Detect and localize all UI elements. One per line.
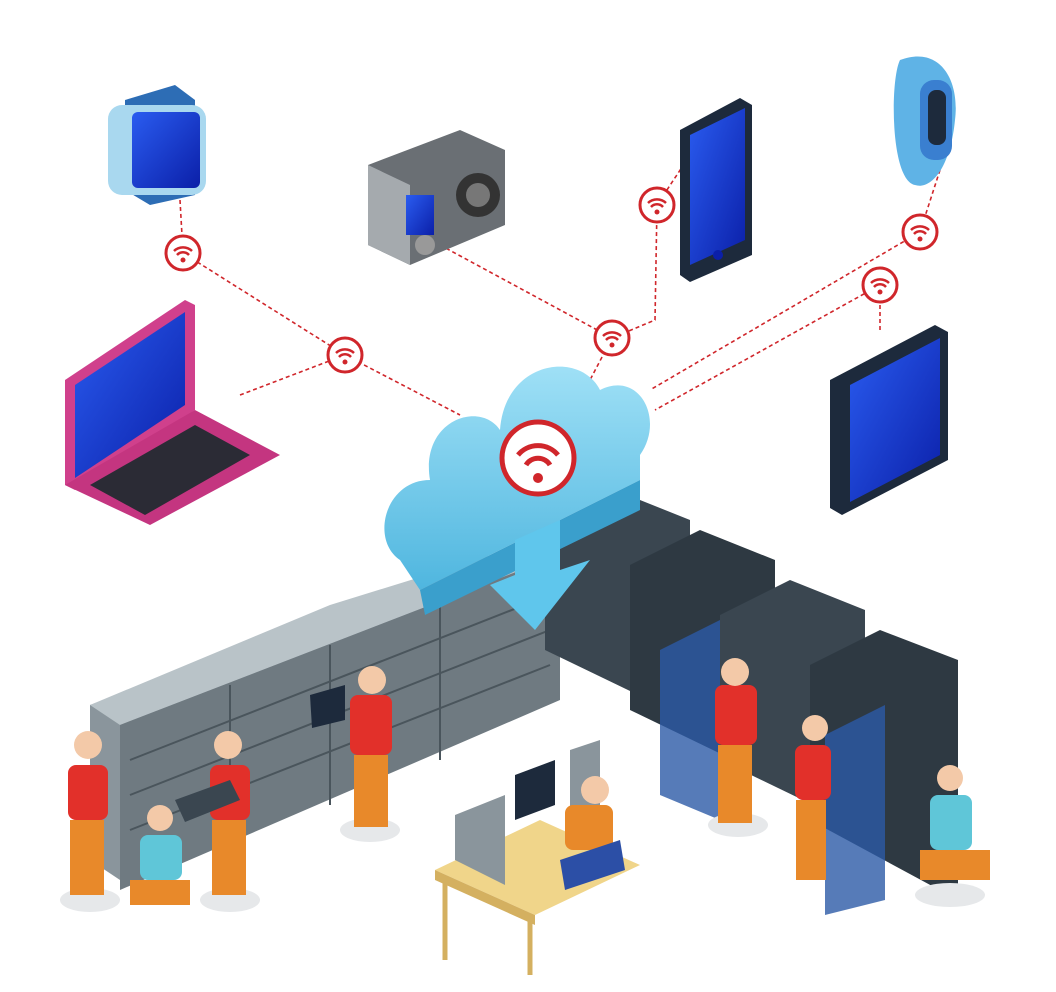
- wifi-icon: [861, 266, 899, 304]
- smartwatch-icon: [108, 85, 206, 205]
- technician-icon: [708, 658, 768, 837]
- wifi-icon: [164, 234, 202, 272]
- technician-icon: [915, 765, 990, 907]
- wifi-icon: [901, 213, 939, 251]
- fitness-band-icon: [893, 56, 956, 186]
- wifi-icon: [326, 336, 364, 374]
- technician-icon: [560, 776, 625, 890]
- download-arrow-icon: [490, 520, 590, 630]
- technician-icon: [175, 731, 260, 912]
- technician-icon: [130, 805, 190, 905]
- laptop-icon: [65, 300, 280, 525]
- technician-icon: [60, 731, 120, 912]
- technician-icon: [310, 666, 400, 842]
- wifi-icon: [638, 186, 676, 224]
- smartphone-icon: [680, 98, 752, 282]
- technician-icon: [795, 715, 831, 880]
- tablet-icon: [830, 325, 948, 515]
- wifi-icon: [593, 319, 631, 357]
- action-camera-icon: [368, 130, 505, 265]
